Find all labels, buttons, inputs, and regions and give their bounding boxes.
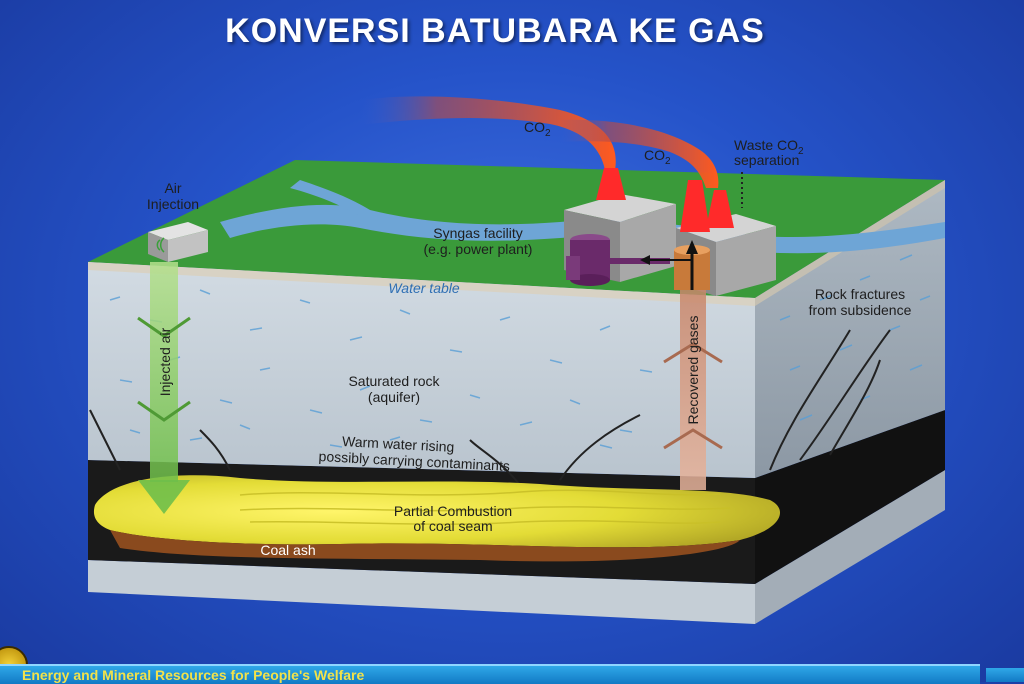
footer-text: Energy and Mineral Resources for People'…: [22, 666, 364, 684]
partial-combustion-label-line1: Partial Combustion: [394, 503, 512, 519]
waste-co2-label-line2: separation: [734, 152, 799, 168]
injected-air-label: Injected air: [157, 327, 173, 396]
syngas-label-line1: Syngas facility: [433, 225, 522, 241]
air-injection-label-line2: Injection: [147, 196, 199, 212]
footer-bar: Energy and Mineral Resources for People'…: [0, 664, 980, 684]
water-table-label: Water table: [388, 280, 460, 296]
rock-fractures-label-line1: Rock fractures: [815, 286, 905, 302]
rock-fractures-label-line2: from subsidence: [809, 302, 912, 318]
air-injection-label-line1: Air: [164, 180, 181, 196]
syngas-label-line2: (e.g. power plant): [424, 241, 533, 257]
saturated-rock-label-line2: (aquifer): [368, 389, 420, 405]
coal-ash-label: Coal ash: [260, 542, 315, 558]
saturated-rock-label-line1: Saturated rock: [348, 373, 440, 389]
recovered-gases-label: Recovered gases: [685, 316, 701, 425]
partial-combustion-label-line2: of coal seam: [413, 518, 492, 534]
footer-bar-right: [986, 668, 1024, 682]
